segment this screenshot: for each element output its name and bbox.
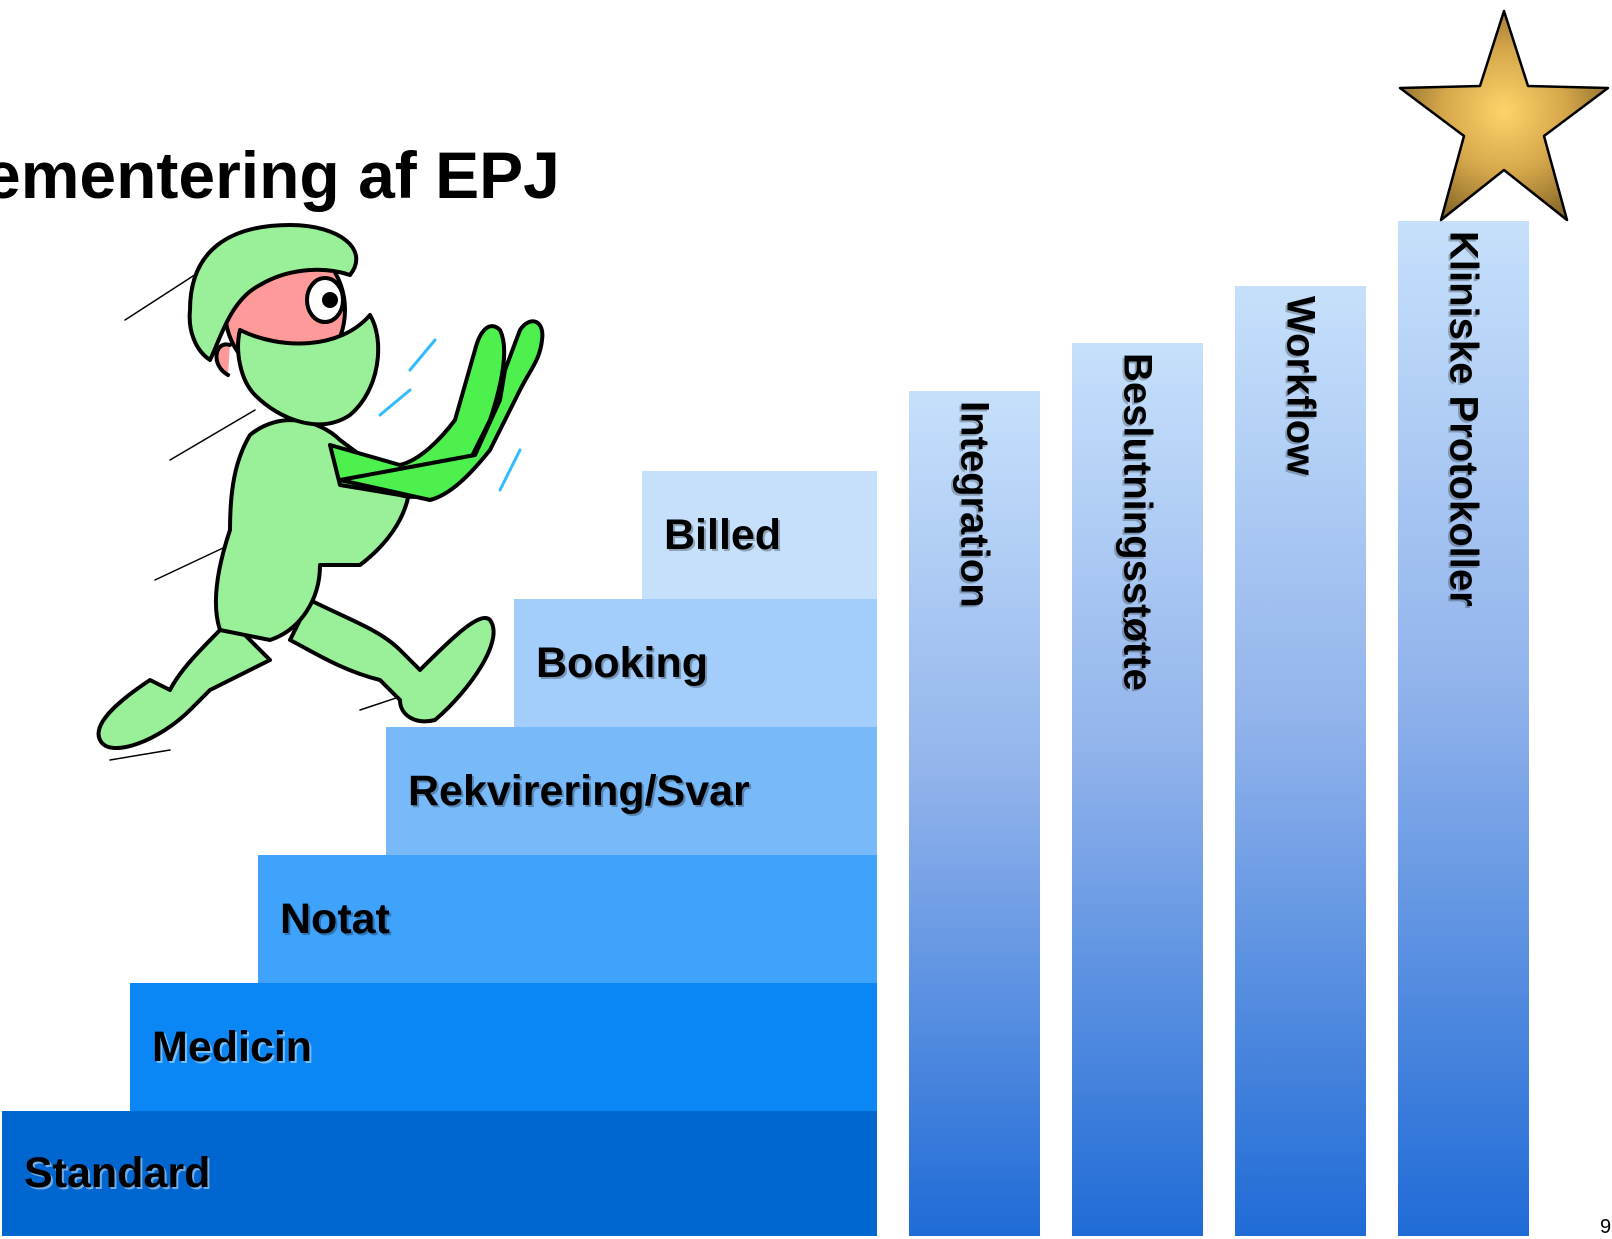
pillar-label: Beslutningsstøtte [1115, 353, 1160, 691]
step-rekvirering-svar: Rekvirering/Svar [386, 727, 877, 855]
pillar-label: Kliniske Protokoller [1441, 231, 1486, 607]
pillar-label: Integration [952, 401, 997, 608]
slide-title: ementering af EPJ [0, 138, 560, 212]
step-billed: Billed [642, 471, 877, 599]
step-label: Billed [664, 510, 782, 559]
pillar-beslutningsstotte: Beslutningsstøtte [1072, 343, 1203, 1236]
pillar-label: Workflow [1278, 296, 1323, 476]
step-booking: Booking [514, 599, 877, 727]
step-medicin: Medicin [130, 983, 877, 1111]
star-icon [1398, 9, 1610, 222]
page-number: 9 [1600, 1216, 1612, 1238]
pillar-kliniske-protokoller: Kliniske Protokoller [1398, 221, 1529, 1236]
step-label: Notat [280, 894, 390, 943]
step-label: Medicin [152, 1022, 313, 1071]
running-surgeon-illustration [96, 223, 545, 761]
step-label: Standard [24, 1149, 211, 1197]
pillar-integration: Integration [909, 391, 1040, 1236]
step-label: Booking [536, 638, 708, 687]
pillar-workflow: Workflow [1235, 286, 1366, 1236]
step-standard: Standard [2, 1111, 877, 1236]
step-label: Rekvirering/Svar [408, 766, 750, 815]
step-notat: Notat [258, 855, 877, 983]
